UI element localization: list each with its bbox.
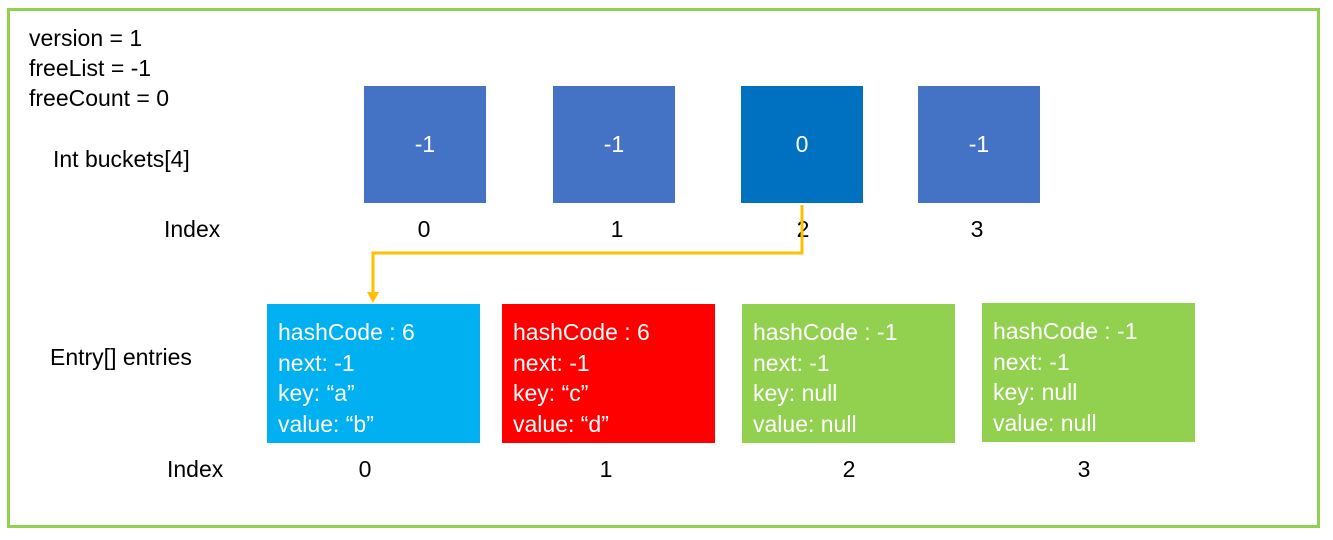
entry-hash-code: hashCode : 6 [278, 319, 415, 345]
free-count-text: freeCount = 0 [29, 85, 170, 111]
bucket-value: 0 [795, 131, 809, 157]
entry-key: key: null [753, 380, 838, 406]
entry-hash-code: hashCode : -1 [753, 319, 898, 345]
entry-cell-3: hashCode : -1 next: -1 key: null value: … [982, 303, 1195, 442]
entry-hash-code: hashCode : -1 [993, 318, 1138, 344]
entry-cell-0: hashCode : 6 next: -1 key: “a” value: “b… [267, 304, 480, 443]
entry-cell-2: hashCode : -1 next: -1 key: null value: … [742, 304, 955, 443]
entry-cell-1: hashCode : 6 next: -1 key: “c” value: “d… [502, 304, 715, 443]
entry-index-2: 2 [842, 456, 856, 482]
entry-key: key: “c” [513, 380, 589, 406]
entry-hash-code: hashCode : 6 [513, 319, 650, 345]
buckets-label: Int buckets[4] [53, 146, 190, 172]
entries-index-label: Index [167, 456, 224, 482]
entry-value: value: null [993, 409, 1097, 436]
entry-index-0: 0 [358, 456, 372, 482]
bucket-index-1: 1 [610, 216, 624, 242]
bucket-index-0: 0 [417, 216, 431, 242]
buckets-index-label: Index [164, 216, 221, 242]
free-list-text: freeList = -1 [29, 55, 152, 81]
entry-key: key: null [993, 379, 1078, 405]
entry-next: next: -1 [278, 349, 355, 376]
bucket-value: -1 [968, 131, 990, 157]
entries-label: Entry[] entries [50, 344, 192, 370]
bucket-value: -1 [603, 131, 625, 157]
bucket-cell-3: -1 [918, 86, 1040, 203]
diagram-frame [7, 8, 1320, 528]
entry-next: next: -1 [513, 349, 590, 376]
bucket-cell-2: 0 [741, 86, 863, 203]
bucket-cell-0: -1 [364, 86, 486, 203]
bucket-value: -1 [414, 131, 436, 157]
entry-value: value: “d” [513, 410, 609, 437]
bucket-cell-1: -1 [553, 86, 675, 203]
entry-next: next: -1 [993, 348, 1070, 375]
entry-index-1: 1 [599, 456, 613, 482]
bucket-index-2: 2 [796, 216, 810, 242]
version-text: version = 1 [29, 25, 143, 51]
entry-value: value: “b” [278, 410, 374, 437]
bucket-index-3: 3 [970, 216, 984, 242]
entry-next: next: -1 [753, 349, 830, 376]
entry-key: key: “a” [278, 380, 355, 406]
entry-index-3: 3 [1077, 456, 1091, 482]
entry-value: value: null [753, 410, 857, 437]
